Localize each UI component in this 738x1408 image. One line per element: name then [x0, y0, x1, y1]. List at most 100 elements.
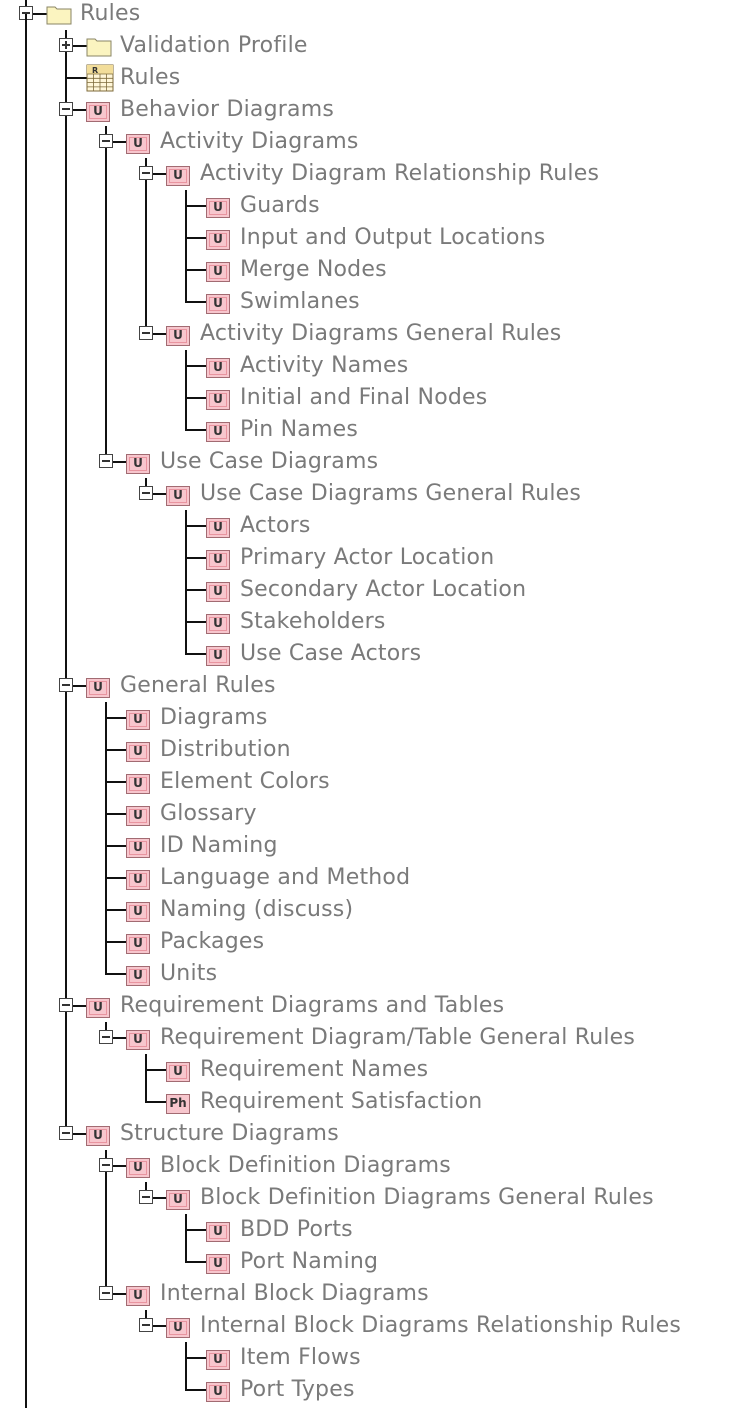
tree-connector	[185, 429, 207, 431]
collapse-toggle-icon[interactable]	[59, 998, 73, 1012]
tree-connector	[105, 1165, 127, 1167]
expand-toggle-icon[interactable]	[59, 38, 73, 52]
tree-guide-line	[185, 350, 187, 430]
collapse-toggle-icon[interactable]	[139, 326, 153, 340]
tree-connector	[105, 141, 127, 143]
table-icon-graphic: R	[86, 64, 114, 92]
tree-guide-line	[185, 190, 187, 302]
tree-node-label: Packages	[160, 929, 265, 954]
tree-node-label: Element Colors	[160, 769, 330, 794]
collapse-toggle-icon[interactable]	[59, 678, 73, 692]
folder-icon-graphic	[86, 38, 112, 57]
tree-node-label: Merge Nodes	[240, 257, 387, 282]
ph-stereotype-icon: Ph	[166, 1094, 190, 1114]
tree-node-label: Actors	[240, 513, 311, 538]
tree-connector	[105, 781, 127, 783]
u-stereotype-icon: U	[206, 518, 230, 538]
tree-node-use-case-diagrams[interactable]: U Use Case Diagrams	[0, 446, 738, 478]
tree-guide-line	[185, 510, 187, 654]
tree-connector	[145, 1101, 167, 1103]
tree-node-requirement-satisfaction[interactable]: Ph Requirement Satisfaction	[0, 1086, 738, 1118]
u-stereotype-icon: U	[206, 646, 230, 666]
collapse-toggle-icon[interactable]	[99, 1286, 113, 1300]
tree-connector	[145, 1069, 167, 1071]
tree-node-rules[interactable]: Rules	[0, 0, 738, 30]
tree-connector	[105, 877, 127, 879]
u-stereotype-icon: U	[86, 1126, 110, 1146]
tree-node-actors[interactable]: U Actors	[0, 510, 738, 542]
collapse-toggle-icon[interactable]	[99, 454, 113, 468]
tree-guide-line	[105, 702, 107, 974]
tree-node-label: Use Case Diagrams	[160, 449, 379, 474]
tree-guide-line	[145, 158, 147, 334]
tree-node-label: Activity Diagram Relationship Rules	[200, 161, 600, 186]
collapse-toggle-icon[interactable]	[139, 166, 153, 180]
collapse-toggle-icon[interactable]	[99, 1030, 113, 1044]
tree-connector	[105, 1037, 127, 1039]
tree-node-label: Requirement Satisfaction	[200, 1089, 483, 1114]
collapse-toggle-icon[interactable]	[139, 1190, 153, 1204]
u-stereotype-icon: U	[126, 454, 150, 474]
collapse-toggle-icon[interactable]	[139, 1318, 153, 1332]
tree-connector	[185, 397, 207, 399]
tree-guide-line	[185, 1214, 187, 1262]
u-stereotype-icon: U	[166, 1062, 190, 1082]
collapse-toggle-icon[interactable]	[99, 1158, 113, 1172]
tree-node-label: Use Case Diagrams General Rules	[200, 481, 582, 506]
tree-node-label: Requirement Diagrams and Tables	[120, 993, 505, 1018]
collapse-toggle-icon[interactable]	[99, 134, 113, 148]
u-stereotype-icon: U	[166, 1318, 190, 1338]
u-stereotype-icon: U	[206, 422, 230, 442]
collapse-toggle-icon[interactable]	[59, 102, 73, 116]
tree-connector	[185, 1229, 207, 1231]
tree-connector	[65, 685, 87, 687]
tree-node-label: Behavior Diagrams	[120, 97, 335, 122]
folder-icon-graphic	[46, 6, 72, 25]
collapse-toggle-icon[interactable]	[139, 486, 153, 500]
tree-node-validation-profile[interactable]: Validation Profile	[0, 30, 738, 62]
u-stereotype-icon: U	[206, 550, 230, 570]
collapse-toggle-icon[interactable]	[59, 1126, 73, 1140]
u-stereotype-icon: U	[126, 838, 150, 858]
tree-node-label: Diagrams	[160, 705, 268, 730]
